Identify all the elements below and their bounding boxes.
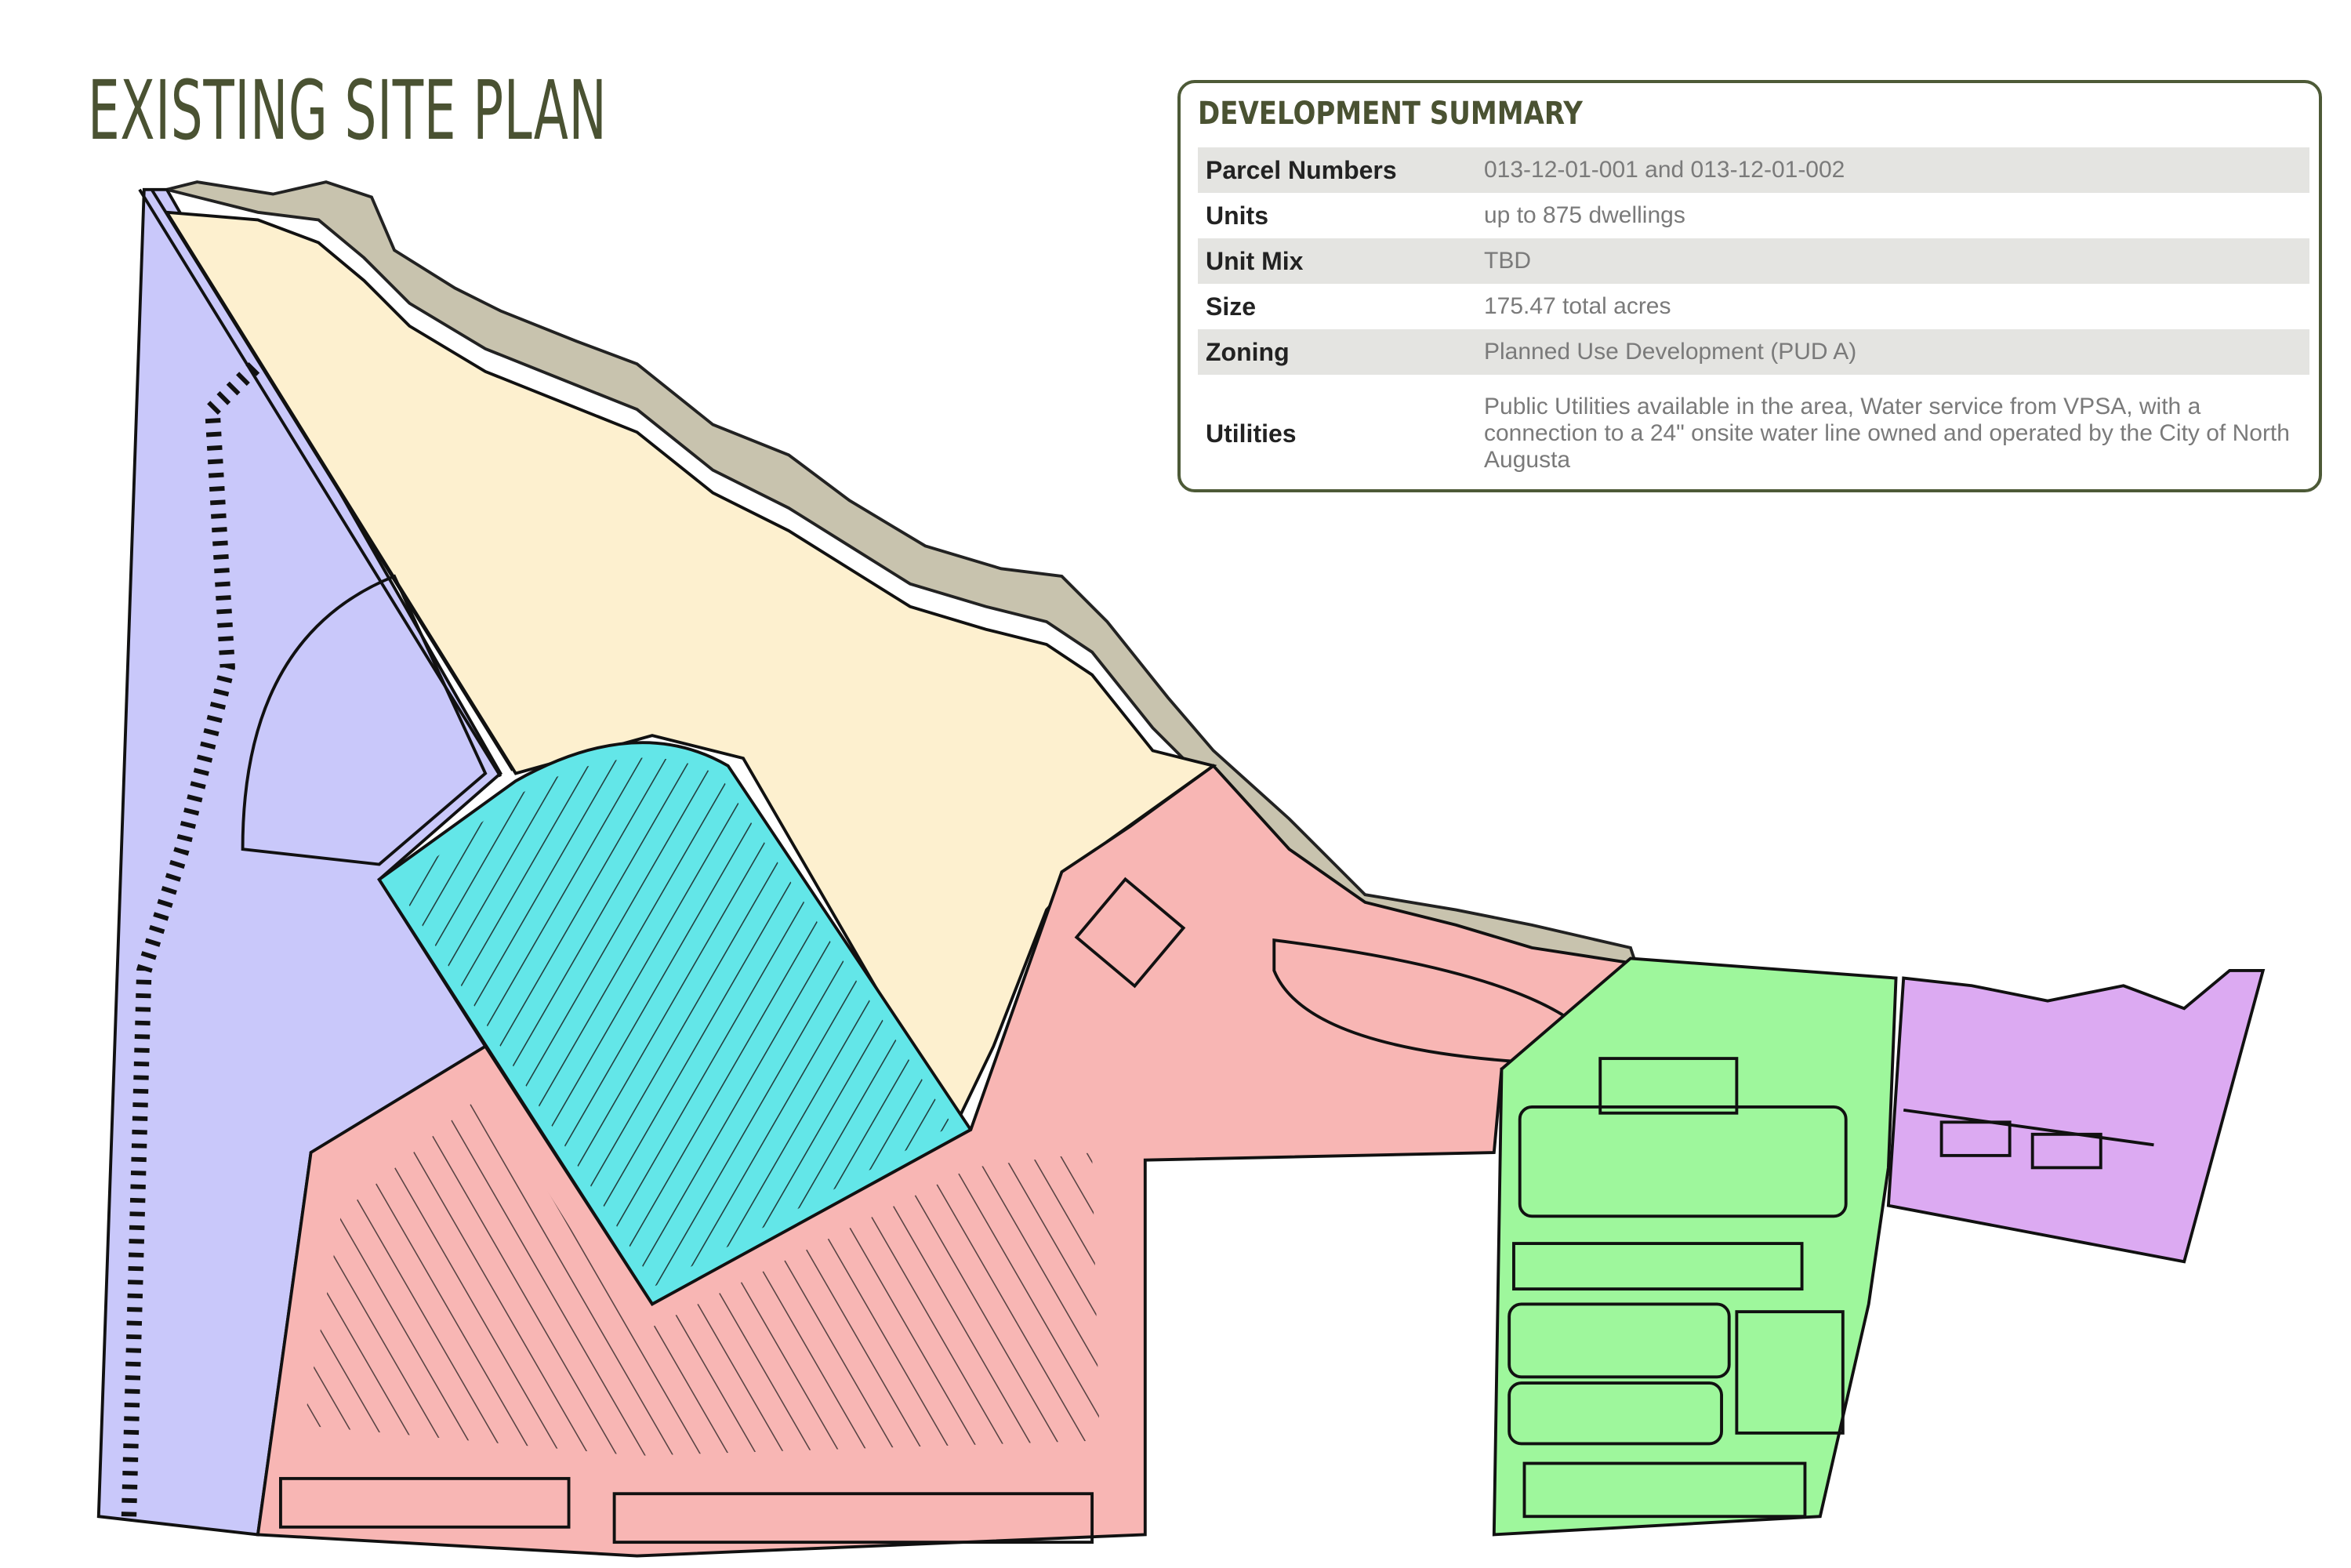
summary-row-parcel-numbers: Parcel Numbers 013-12-01-001 and 013-12-… xyxy=(1198,147,2309,193)
summary-value: up to 875 dwellings xyxy=(1484,202,1685,228)
summary-label: Unit Mix xyxy=(1206,246,1304,275)
summary-label: Parcel Numbers xyxy=(1206,155,1397,184)
summary-label: Zoning xyxy=(1206,337,1290,366)
summary-label: Utilities xyxy=(1206,419,1297,448)
summary-value: 175.47 total acres xyxy=(1484,293,1671,319)
summary-row-zoning: Zoning Planned Use Development (PUD A) xyxy=(1198,329,2309,375)
summary-value: TBD xyxy=(1484,248,1531,274)
page-title: EXISTING SITE PLAN xyxy=(88,63,608,158)
buffer-zone xyxy=(166,180,1641,972)
summary-value: 013-12-01-001 and 013-12-01-002 xyxy=(1484,157,1845,183)
summary-label: Size xyxy=(1206,292,1257,321)
summary-value: Public Utilities available in the area, … xyxy=(1484,394,2290,473)
summary-value: Planned Use Development (PUD A) xyxy=(1484,339,1857,365)
development-summary-panel: DEVELOPMENT SUMMARY Parcel Numbers 013-1… xyxy=(1177,80,2322,492)
summary-label: Units xyxy=(1206,201,1268,230)
summary-table: Parcel Numbers 013-12-01-001 and 013-12-… xyxy=(1198,147,2309,492)
east-residential-zone xyxy=(1492,956,1898,1537)
summary-heading: DEVELOPMENT SUMMARY xyxy=(1198,96,1583,132)
summary-row-utilities: Utilities Public Utilities available in … xyxy=(1198,375,2309,492)
summary-row-units: Units up to 875 dwellings xyxy=(1198,193,2309,238)
far-east-zone xyxy=(1886,968,2266,1264)
summary-row-size: Size 175.47 total acres xyxy=(1198,284,2309,329)
summary-row-unit-mix: Unit Mix TBD xyxy=(1198,238,2309,284)
